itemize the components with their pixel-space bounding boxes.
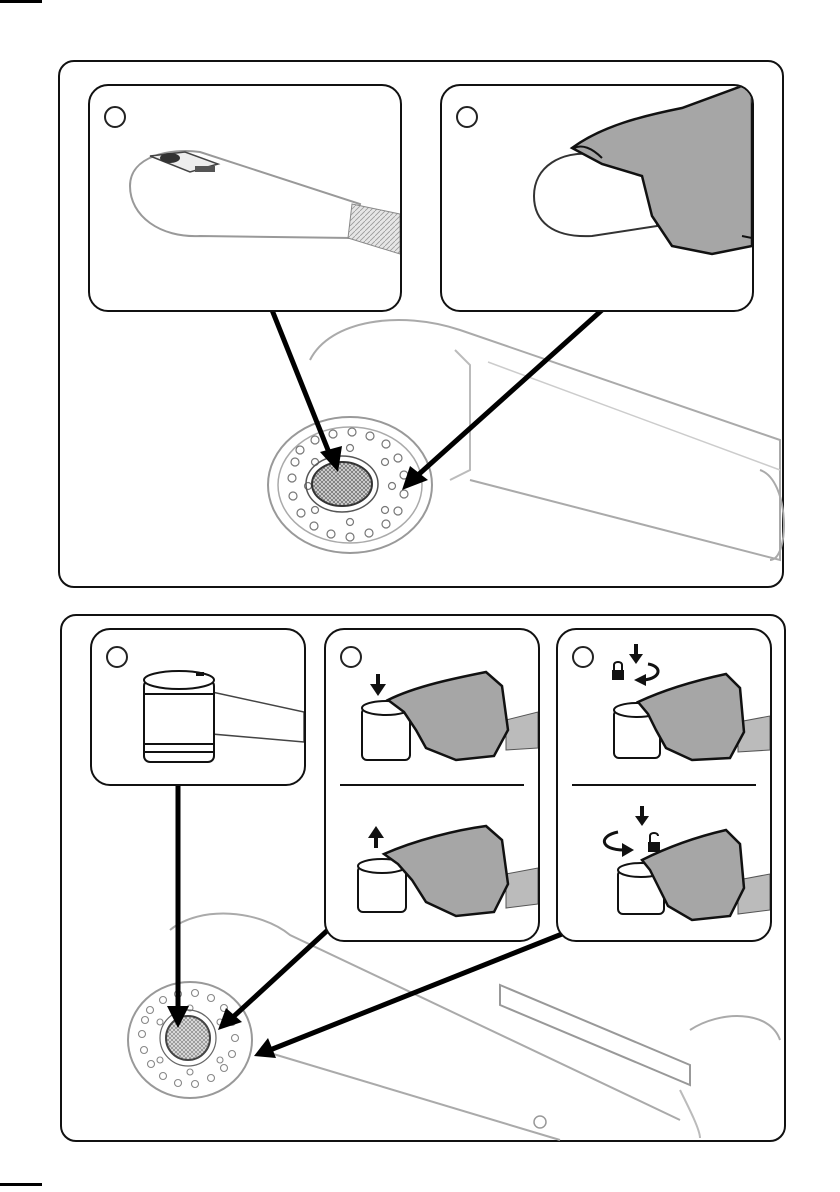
unlock-icon (648, 833, 660, 852)
lock-icon (612, 662, 624, 680)
lower-inset-press-lift (324, 628, 540, 942)
aerator-cartridge-icon (92, 630, 304, 784)
lower-aerator-mesh (166, 1016, 210, 1060)
rotate-counterclockwise-icon (604, 806, 649, 857)
rotate-clockwise-icon (629, 644, 658, 686)
press-and-lift-icon (326, 630, 538, 940)
lower-inset-lock-unlock (556, 628, 772, 942)
lower-inset-cartridge (90, 628, 306, 786)
lower-arrow-middle (218, 928, 330, 1030)
arrow-up-icon (368, 826, 384, 848)
arrow-down-icon (370, 674, 386, 696)
lock-unlock-rotate-icon (558, 630, 770, 940)
